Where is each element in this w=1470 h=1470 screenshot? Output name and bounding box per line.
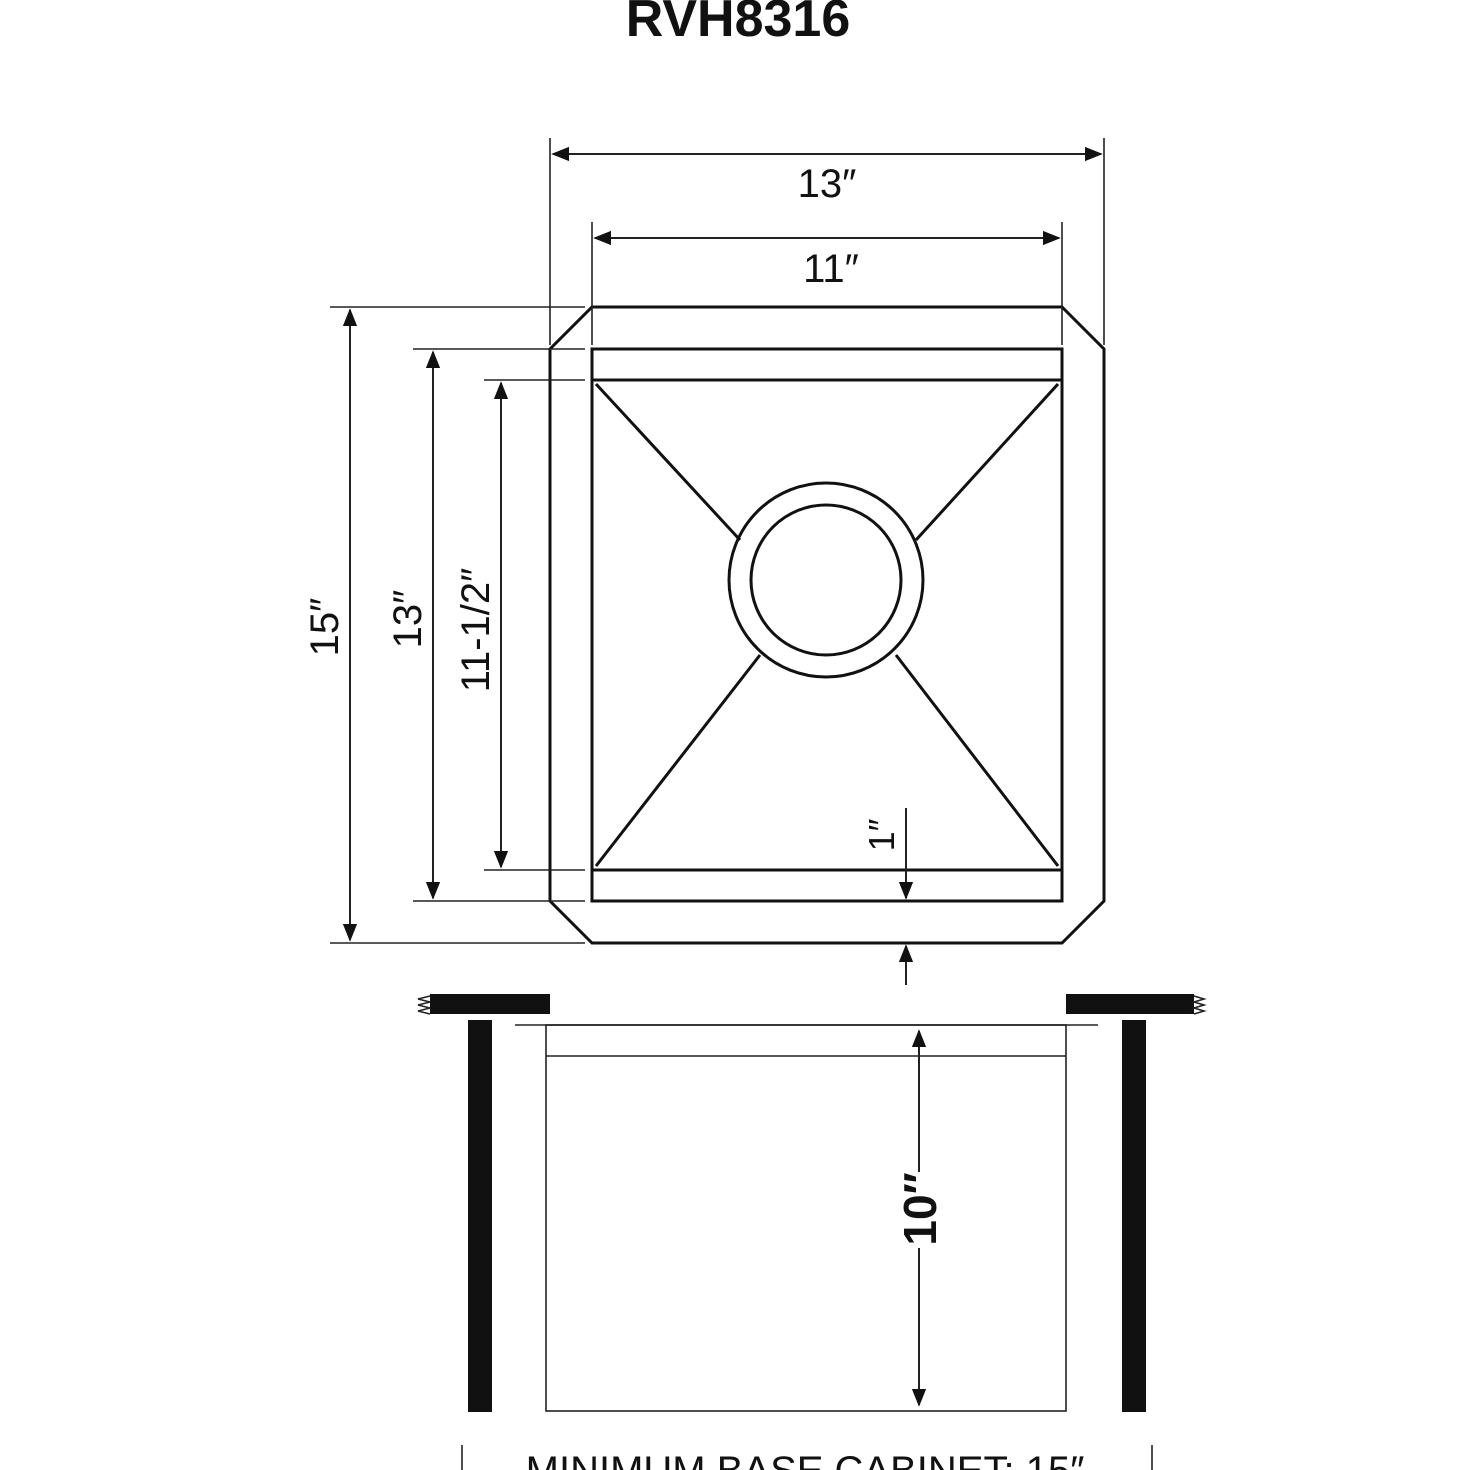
- side-view: 10″ MINIMUM BASE CABINET: 15″: [417, 994, 1207, 1470]
- drain-inner-ring: [749, 503, 903, 657]
- model-title: RVH8316: [626, 0, 851, 48]
- cabinet-wall-right: [1122, 1020, 1146, 1412]
- slope-line-bottom-left: [594, 654, 762, 867]
- bottom-length-label: 11-1/2″: [454, 568, 498, 693]
- outer-flange-outline: [548, 305, 1106, 945]
- countertop-left-break: [417, 995, 431, 1015]
- rim-depth-label: 1″: [861, 818, 902, 851]
- sink-bowl-section: [545, 1024, 1067, 1412]
- countertop-right: [1066, 994, 1194, 1014]
- drain-outer-ring: [727, 481, 925, 679]
- inner-width-label: 11″: [803, 247, 859, 291]
- slope-line-top-right: [914, 382, 1060, 542]
- bowl-outline: [590, 347, 1064, 903]
- cabinet-wall-left: [468, 1020, 492, 1412]
- depth-label: 10″: [894, 1172, 946, 1245]
- min-cabinet-label: MINIMUM BASE CABINET: 15″: [526, 1449, 1085, 1470]
- slope-line-bottom-right: [894, 654, 1060, 867]
- countertop-left: [430, 994, 550, 1014]
- top-view: 13″ 11″ 15″ 13″ 11-1/2″ 1″: [303, 138, 1106, 985]
- outer-length-label: 15″: [303, 598, 347, 657]
- inner-length-label: 13″: [386, 590, 430, 649]
- outer-width-label: 13″: [798, 162, 857, 206]
- countertop-right-break: [1191, 995, 1207, 1015]
- slope-line-top-left: [594, 382, 742, 542]
